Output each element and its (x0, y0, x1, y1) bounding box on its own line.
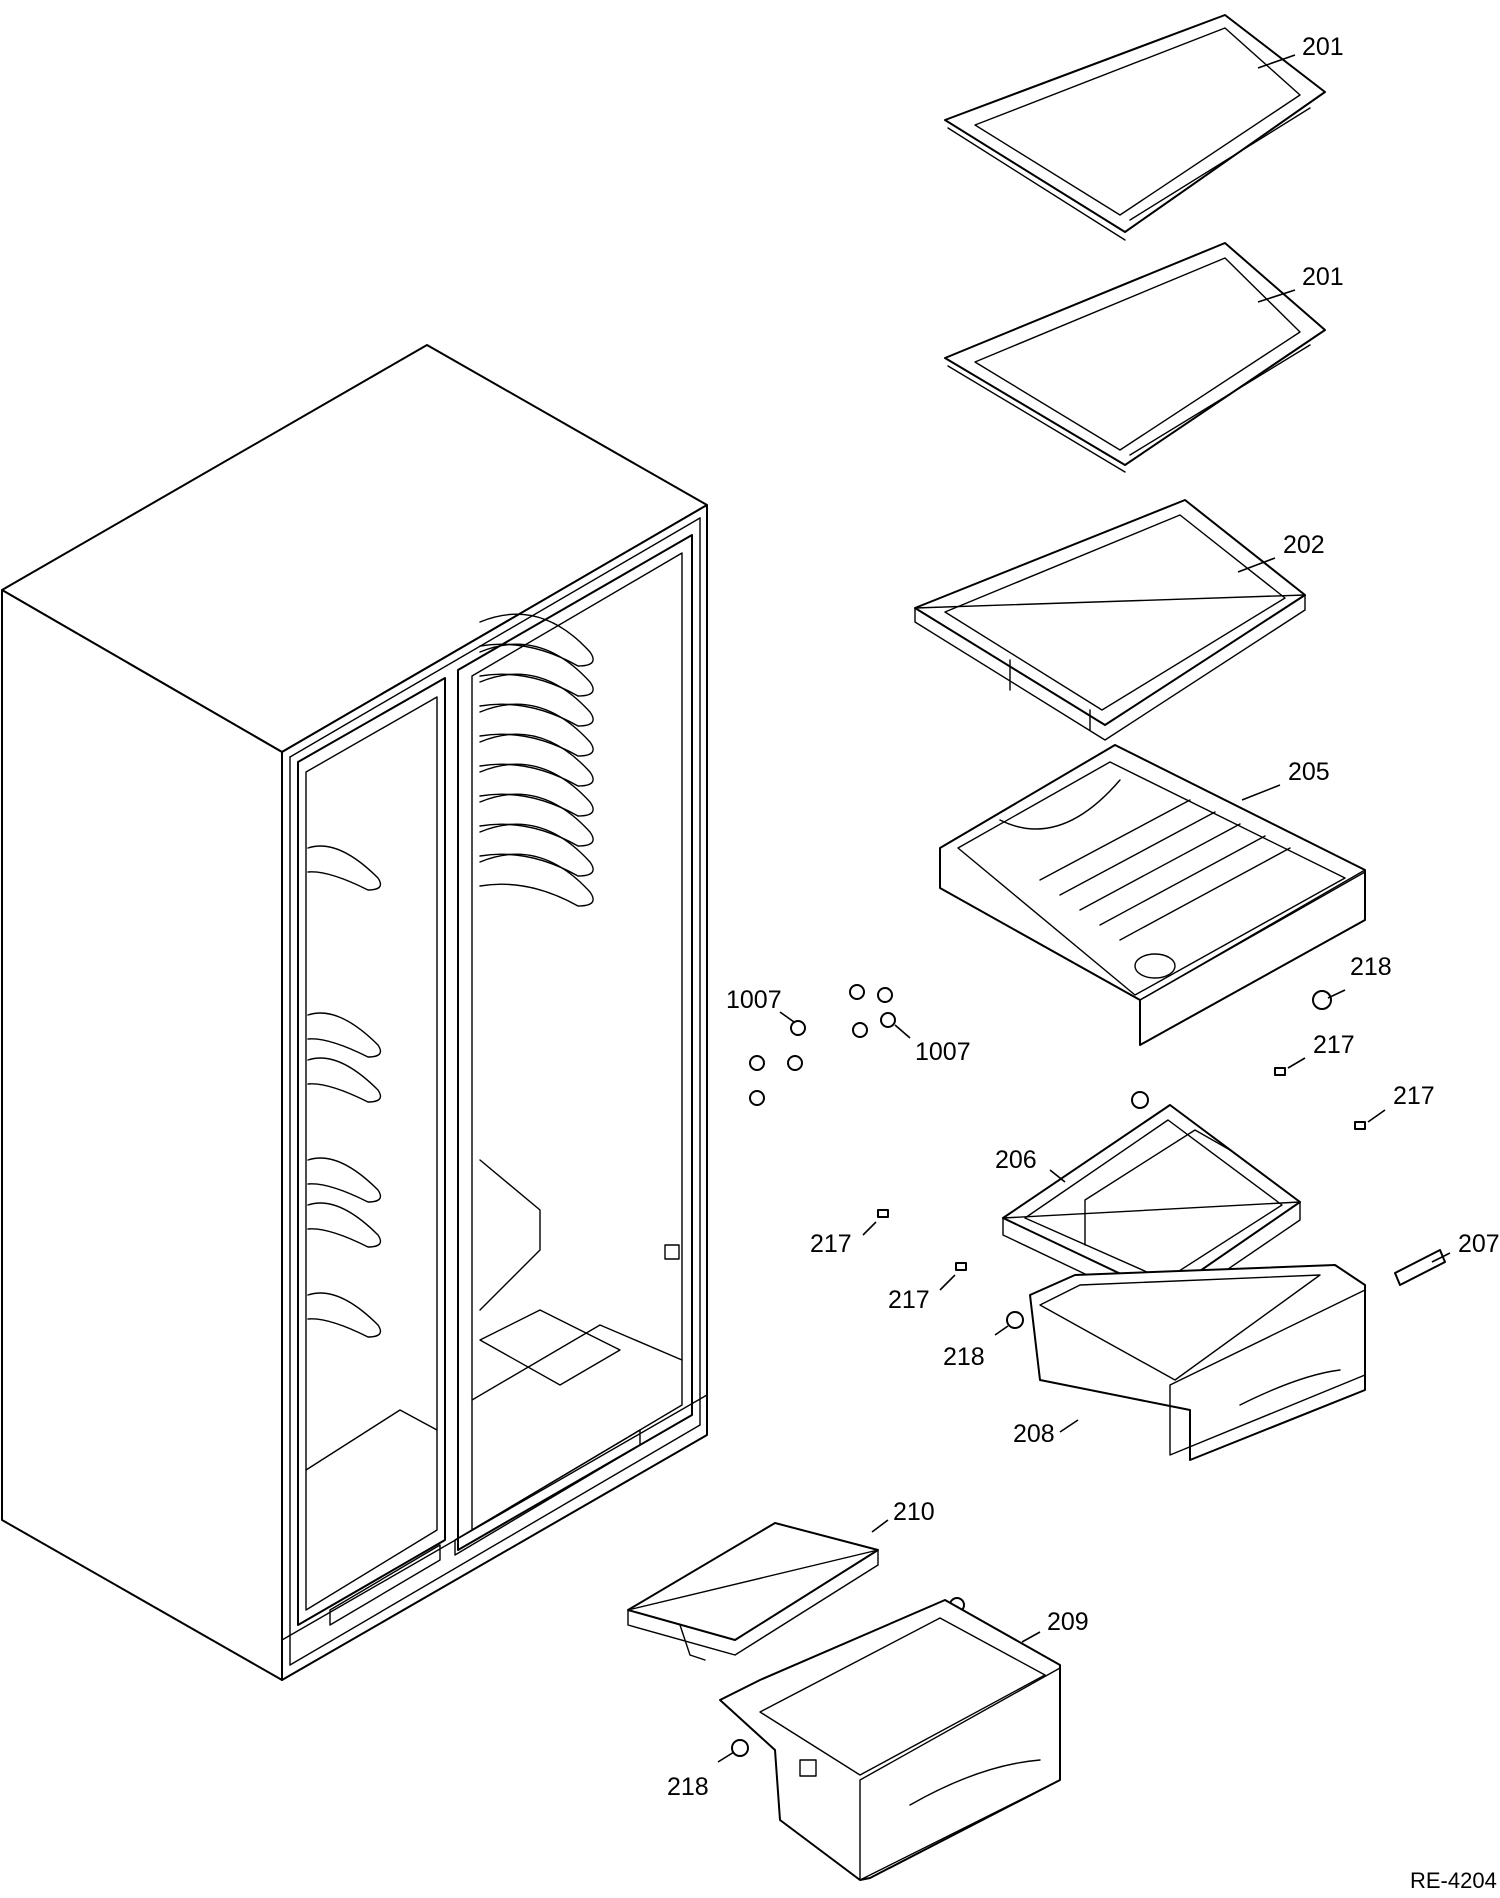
callout-1007-right: 1007 (915, 1038, 971, 1066)
refrigerator-cabinet (1, 344, 708, 1681)
drawing-number: RE-4204 (1410, 1868, 1497, 1893)
part-205-crisper-pan (939, 744, 1366, 1046)
callout-leaders (717, 54, 1451, 1763)
part-210-cover (627, 1522, 879, 1661)
callout-205: 205 (1288, 758, 1330, 786)
callout-201-upper: 201 (1302, 33, 1344, 61)
part-1007-bolts (749, 984, 896, 1106)
callout-209: 209 (1047, 1608, 1089, 1636)
callout-218-lower: 218 (667, 1773, 709, 1801)
part-201-lower-shelf (944, 242, 1326, 473)
callout-217-a: 217 (1313, 1031, 1355, 1059)
part-201-upper-shelf (944, 14, 1326, 241)
callout-1007-left: 1007 (726, 986, 782, 1014)
part-209-drawer (719, 1599, 1061, 1881)
fresh-food-shelf-rails (479, 613, 594, 907)
freezer-shelf-rails (307, 845, 382, 1338)
part-202-shelf (914, 499, 1306, 741)
callout-217-c: 217 (810, 1230, 852, 1258)
callout-208: 208 (1013, 1420, 1055, 1448)
callout-210: 210 (893, 1498, 935, 1526)
part-208-drawer (1029, 1264, 1366, 1461)
callout-201-lower: 201 (1302, 263, 1344, 291)
callout-207: 207 (1458, 1230, 1500, 1258)
part-217-clips (877, 1067, 1366, 1271)
crisper-ribs (1039, 799, 1291, 941)
callout-labels: 201 201 202 205 218 1007 1007 217 217 20… (667, 33, 1500, 1801)
callout-202: 202 (1283, 531, 1325, 559)
callout-218-upper: 218 (1350, 953, 1392, 981)
part-206-cover-frame (1002, 1104, 1301, 1313)
part-207-clip (1394, 1249, 1446, 1286)
callout-206: 206 (995, 1146, 1037, 1174)
callout-217-d: 217 (888, 1286, 930, 1314)
callout-218-middle: 218 (943, 1343, 985, 1371)
callout-217-b: 217 (1393, 1082, 1435, 1110)
